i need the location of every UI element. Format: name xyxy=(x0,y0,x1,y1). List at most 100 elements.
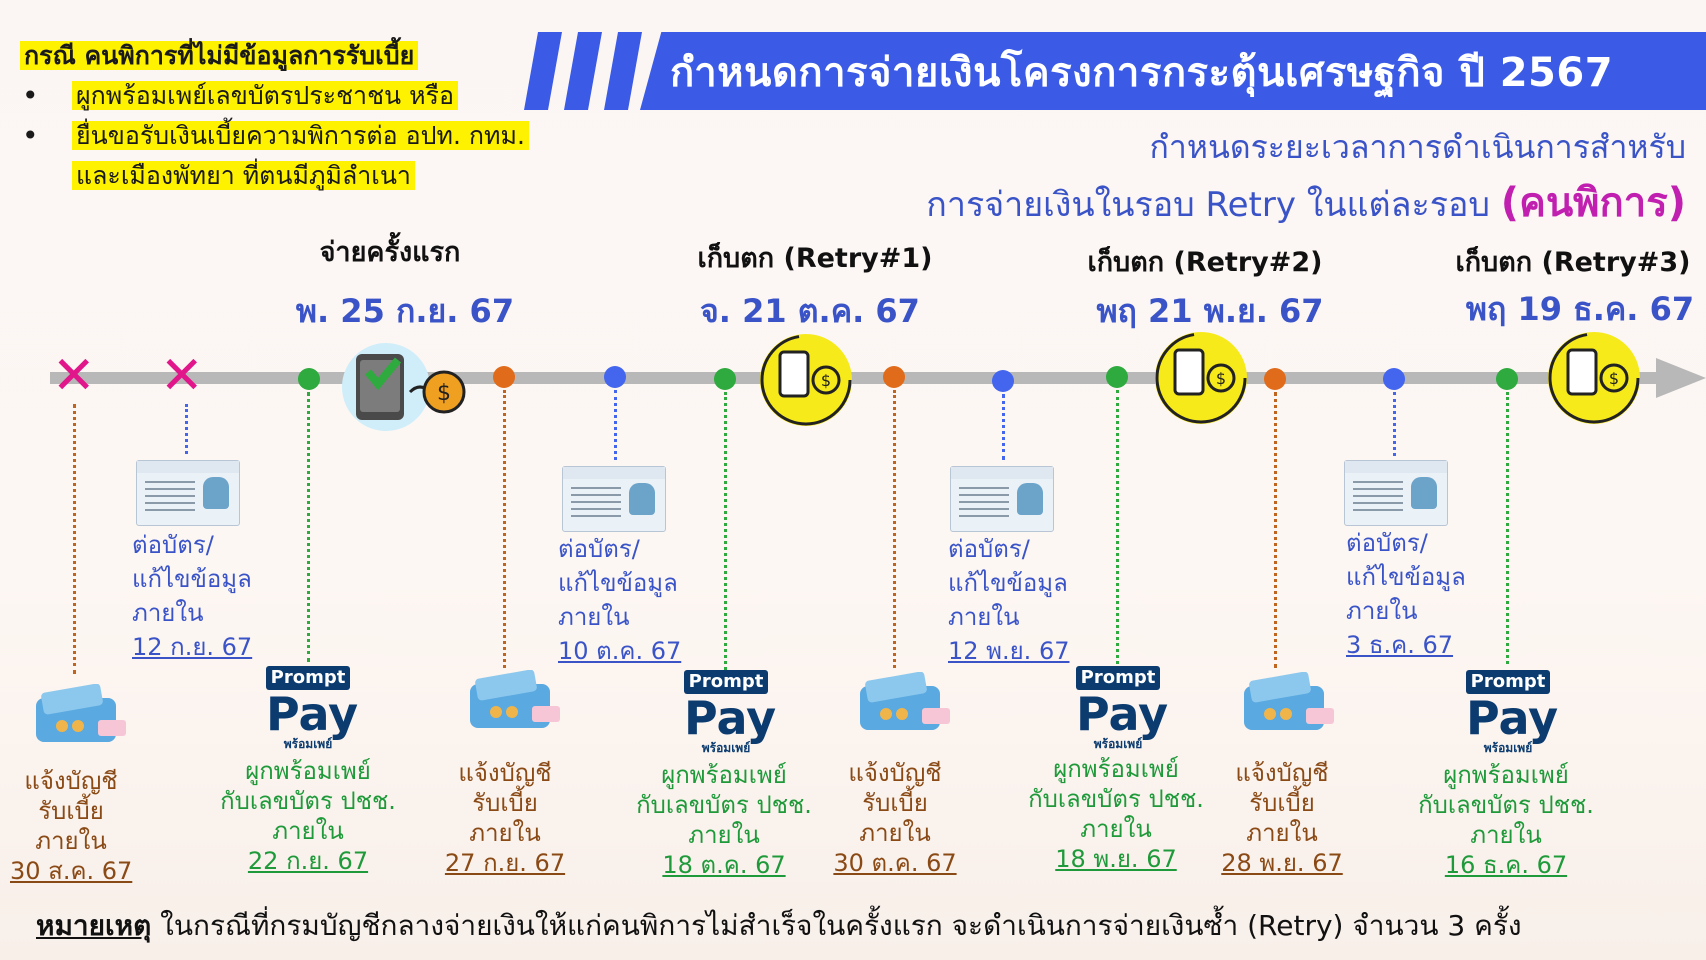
timeline-dot-orange xyxy=(1264,368,1286,390)
case-bullet-2: ยื่นขอรับเงินเบี้ยความพิการต่อ อปท. กทม. xyxy=(72,121,529,150)
card-step-line3: ภายใน xyxy=(558,603,630,631)
promptpay-logo-main: Pay xyxy=(684,691,777,745)
promptpay-step-3: ผูกพร้อมเพย์ กับเลขบัตร ปชช. ภายใน 18 พ.… xyxy=(1018,754,1214,874)
account-step-2: แจ้งบัญชี รับเบี้ย ภายใน 27 ก.ย. 67 xyxy=(440,758,570,878)
account-step-line2: รับเบี้ย xyxy=(1249,789,1315,817)
promptpay-step-line3: ภายใน xyxy=(1470,821,1542,849)
promptpay-logo-main: Pay xyxy=(1466,691,1559,745)
wallet-icon xyxy=(36,684,126,742)
bullet-icon: • xyxy=(22,79,39,112)
footnote: หมายเหตุ ในกรณีที่กรมบัญชีกลางจ่ายเงินให… xyxy=(36,904,1522,948)
round-date-first: พ. 25 ก.ย. 67 xyxy=(295,292,515,330)
account-step-line2: รับเบี้ย xyxy=(472,789,538,817)
round-label-retry1: เก็บตก (Retry#1) xyxy=(697,243,933,274)
account-step-line1: แจ้งบัญชี xyxy=(24,767,118,795)
account-step-line1: แจ้งบัญชี xyxy=(1235,759,1329,787)
subtitle-line-1: กำหนดระยะเวลาการดำเนินการสำหรับ xyxy=(1149,128,1686,166)
promptpay-step-line2: กับเลขบัตร ปชช. xyxy=(220,787,396,815)
subtitle-line-2-text: การจ่ายเงินในรอบ Retry ในแต่ละรอบ xyxy=(926,185,1490,225)
timeline-dot-green xyxy=(714,368,736,390)
promptpay-step-line3: ภายใน xyxy=(688,821,760,849)
card-step-date: 3 ธ.ค. 67 xyxy=(1346,631,1454,659)
round-label-retry3: เก็บตก (Retry#3) xyxy=(1455,247,1691,278)
card-step-line2: แก้ไขข้อมูล xyxy=(948,569,1068,597)
promptpay-step-line3: ภายใน xyxy=(272,817,344,845)
svg-text:$: $ xyxy=(437,381,451,406)
cross-icon: ✕ xyxy=(52,346,96,406)
card-step-3: ต่อบัตร/ แก้ไขข้อมูล ภายใน 12 พ.ย. 67 xyxy=(948,532,1069,668)
card-step-4: ต่อบัตร/ แก้ไขข้อมูล ภายใน 3 ธ.ค. 67 xyxy=(1346,526,1466,662)
connector-line xyxy=(1274,392,1277,668)
account-step-date: 30 ต.ค. 67 xyxy=(833,849,957,877)
card-step-date: 12 พ.ย. 67 xyxy=(948,637,1070,665)
promptpay-step-date: 22 ก.ย. 67 xyxy=(247,847,369,875)
connector-line xyxy=(893,390,896,668)
id-card-icon xyxy=(562,466,666,532)
card-step-line1: ต่อบัตร/ xyxy=(132,531,214,559)
timeline-dot-green xyxy=(298,368,320,390)
promptpay-step-line1: ผูกพร้อมเพย์ xyxy=(661,761,787,789)
card-step-line2: แก้ไขข้อมูล xyxy=(132,565,252,593)
footnote-key: หมายเหตุ xyxy=(36,909,152,942)
case-bullet-1: ผูกพร้อมเพย์เลขบัตรประชาชน หรือ xyxy=(72,81,459,110)
case-title: กรณี คนพิการที่ไม่มีข้อมูลการรับเบี้ย xyxy=(20,41,419,70)
case-box: กรณี คนพิการที่ไม่มีข้อมูลการรับเบี้ย • ผ… xyxy=(20,36,580,196)
promptpay-step-date: 18 ต.ค. 67 xyxy=(662,851,786,879)
footnote-text: ในกรณีที่กรมบัญชีกลางจ่ายเงินให้แก่คนพิก… xyxy=(160,909,1522,942)
card-step-date: 10 ต.ค. 67 xyxy=(558,637,682,665)
promptpay-logo: Prompt Pay พร้อมเพย์ xyxy=(1076,666,1169,750)
connector-line xyxy=(503,390,506,668)
promptpay-logo-sub: พร้อมเพย์ xyxy=(283,737,333,751)
card-step-line3: ภายใน xyxy=(132,599,204,627)
account-step-line2: รับเบี้ย xyxy=(862,789,928,817)
card-step-line2: แก้ไขข้อมูล xyxy=(1346,563,1466,591)
timeline-dot-blue xyxy=(992,370,1014,392)
timeline-dot-blue xyxy=(1383,368,1405,390)
account-step-date: 27 ก.ย. 67 xyxy=(444,849,566,877)
card-step-1: ต่อบัตร/ แก้ไขข้อมูล ภายใน 12 ก.ย. 67 xyxy=(132,528,252,664)
promptpay-step-date: 16 ธ.ค. 67 xyxy=(1444,851,1568,879)
round-label-retry2: เก็บตก (Retry#2) xyxy=(1087,247,1323,278)
promptpay-logo-top: Prompt xyxy=(266,666,350,690)
svg-text:$: $ xyxy=(1216,369,1226,388)
payment-phone-icon: $ xyxy=(338,342,468,432)
card-step-line3: ภายใน xyxy=(1346,597,1418,625)
timeline-dot-orange xyxy=(493,366,515,388)
bullet-icon: • xyxy=(22,119,39,152)
promptpay-logo-main: Pay xyxy=(1076,687,1169,741)
promptpay-step-line2: กับเลขบัตร ปชช. xyxy=(1028,785,1204,813)
promptpay-step-line1: ผูกพร้อมเพย์ xyxy=(245,757,371,785)
account-step-3: แจ้งบัญชี รับเบี้ย ภายใน 30 ต.ค. 67 xyxy=(830,758,960,878)
connector-line xyxy=(614,390,617,460)
promptpay-step-date: 18 พ.ย. 67 xyxy=(1055,845,1177,873)
id-card-icon xyxy=(136,460,240,526)
page-title: กำหนดการจ่ายเงินโครงการกระตุ้นเศรษฐกิจ ป… xyxy=(670,50,1614,96)
card-step-line2: แก้ไขข้อมูล xyxy=(558,569,678,597)
promptpay-logo-sub: พร้อมเพย์ xyxy=(701,741,751,755)
card-step-date: 12 ก.ย. 67 xyxy=(132,633,253,661)
banner-stripes-icon xyxy=(524,32,642,110)
wallet-icon xyxy=(470,670,560,728)
account-step-line3: ภายใน xyxy=(1246,819,1318,847)
card-step-line3: ภายใน xyxy=(948,603,1020,631)
id-card-icon xyxy=(1344,460,1448,526)
round-date-retry3: พฤ 19 ธ.ค. 67 xyxy=(1465,290,1695,328)
account-step-line2: รับเบี้ย xyxy=(38,797,104,825)
promptpay-logo-sub: พร้อมเพย์ xyxy=(1483,741,1533,755)
connector-line xyxy=(1116,390,1119,664)
account-step-date: 28 พ.ย. 67 xyxy=(1221,849,1343,877)
timeline-dot-orange xyxy=(883,366,905,388)
retry-payment-icon: $ xyxy=(760,334,852,426)
card-step-2: ต่อบัตร/ แก้ไขข้อมูล ภายใน 10 ต.ค. 67 xyxy=(558,532,681,668)
id-card-icon xyxy=(950,466,1054,532)
connector-line xyxy=(1393,392,1396,456)
promptpay-logo-main: Pay xyxy=(266,687,359,741)
wallet-icon xyxy=(860,672,950,730)
promptpay-logo: Prompt Pay พร้อมเพย์ xyxy=(266,666,359,751)
connector-line xyxy=(185,404,188,454)
round-label-first: จ่ายครั้งแรก xyxy=(319,237,461,268)
account-step-1: แจ้งบัญชี รับเบี้ย ภายใน 30 ส.ค. 67 xyxy=(10,766,132,886)
wallet-icon xyxy=(1244,672,1334,730)
account-step-4: แจ้งบัญชี รับเบี้ย ภายใน 28 พ.ย. 67 xyxy=(1212,758,1352,878)
timeline-dot-green xyxy=(1496,368,1518,390)
